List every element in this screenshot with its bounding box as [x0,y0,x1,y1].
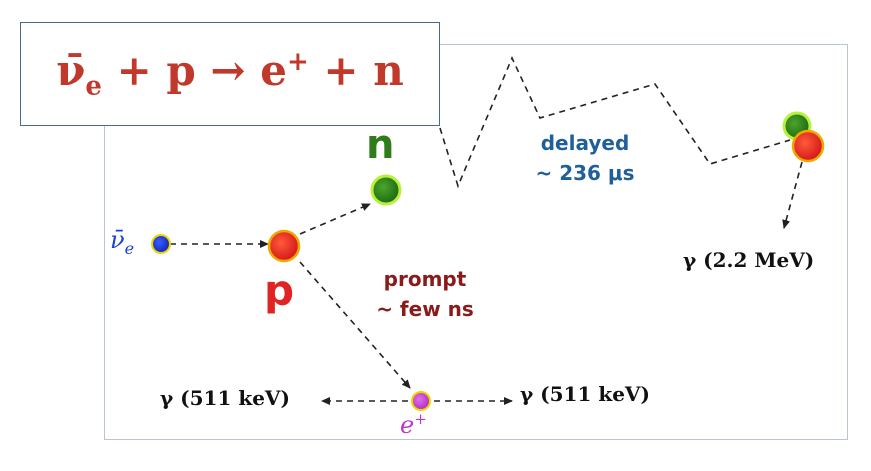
reaction-equation-box: ν̄e + p → e+ + n [20,22,440,126]
arrow-p-to-positron [299,261,411,389]
eq-plus-2: + [323,46,359,96]
arrow-p-to-n [299,203,371,235]
delayed-time: ~ 236 μs [535,161,635,185]
antineutrino-particle [151,234,171,254]
gamma-left-label: γ (511 keV) [160,386,290,410]
neutron-particle [370,174,402,206]
neutron-label: n [366,122,395,168]
delayed-label: delayed ~ 236 μs [520,128,650,188]
prompt-time: ~ few ns [376,297,474,321]
proton-label: p [264,266,295,315]
eq-neutron: n [373,46,404,96]
proton-particle [267,229,301,263]
eq-arrow: → [210,46,246,96]
neutron-path [439,56,791,189]
eq-plus-1: + [116,46,152,96]
eq-proton: p [166,46,196,96]
delayed-title: delayed [540,131,630,155]
eq-positron-sup: + [286,47,309,78]
captured-proton [791,129,825,163]
eq-antineutrino-sub: e [85,71,102,102]
positron-superscript: + [414,410,427,428]
arrow-capture-to-gamma [782,161,803,229]
antineutrino-symbol: ν̄ [110,226,125,254]
antineutrino-subscript: e [124,238,135,258]
positron-particle [411,391,431,411]
positron-label: e+ [400,410,427,439]
prompt-title: prompt [383,267,467,291]
antineutrino-label: ν̄e [110,226,134,258]
reaction-equation: ν̄e + p → e+ + n [56,46,404,101]
eq-antineutrino: ν̄ [56,46,86,96]
prompt-label: prompt ~ few ns [360,264,490,324]
positron-symbol: e [400,411,415,439]
gamma-right-label: γ (511 keV) [520,382,650,406]
eq-positron: e [260,46,287,96]
gamma-capture-label: γ (2.2 MeV) [683,248,815,272]
